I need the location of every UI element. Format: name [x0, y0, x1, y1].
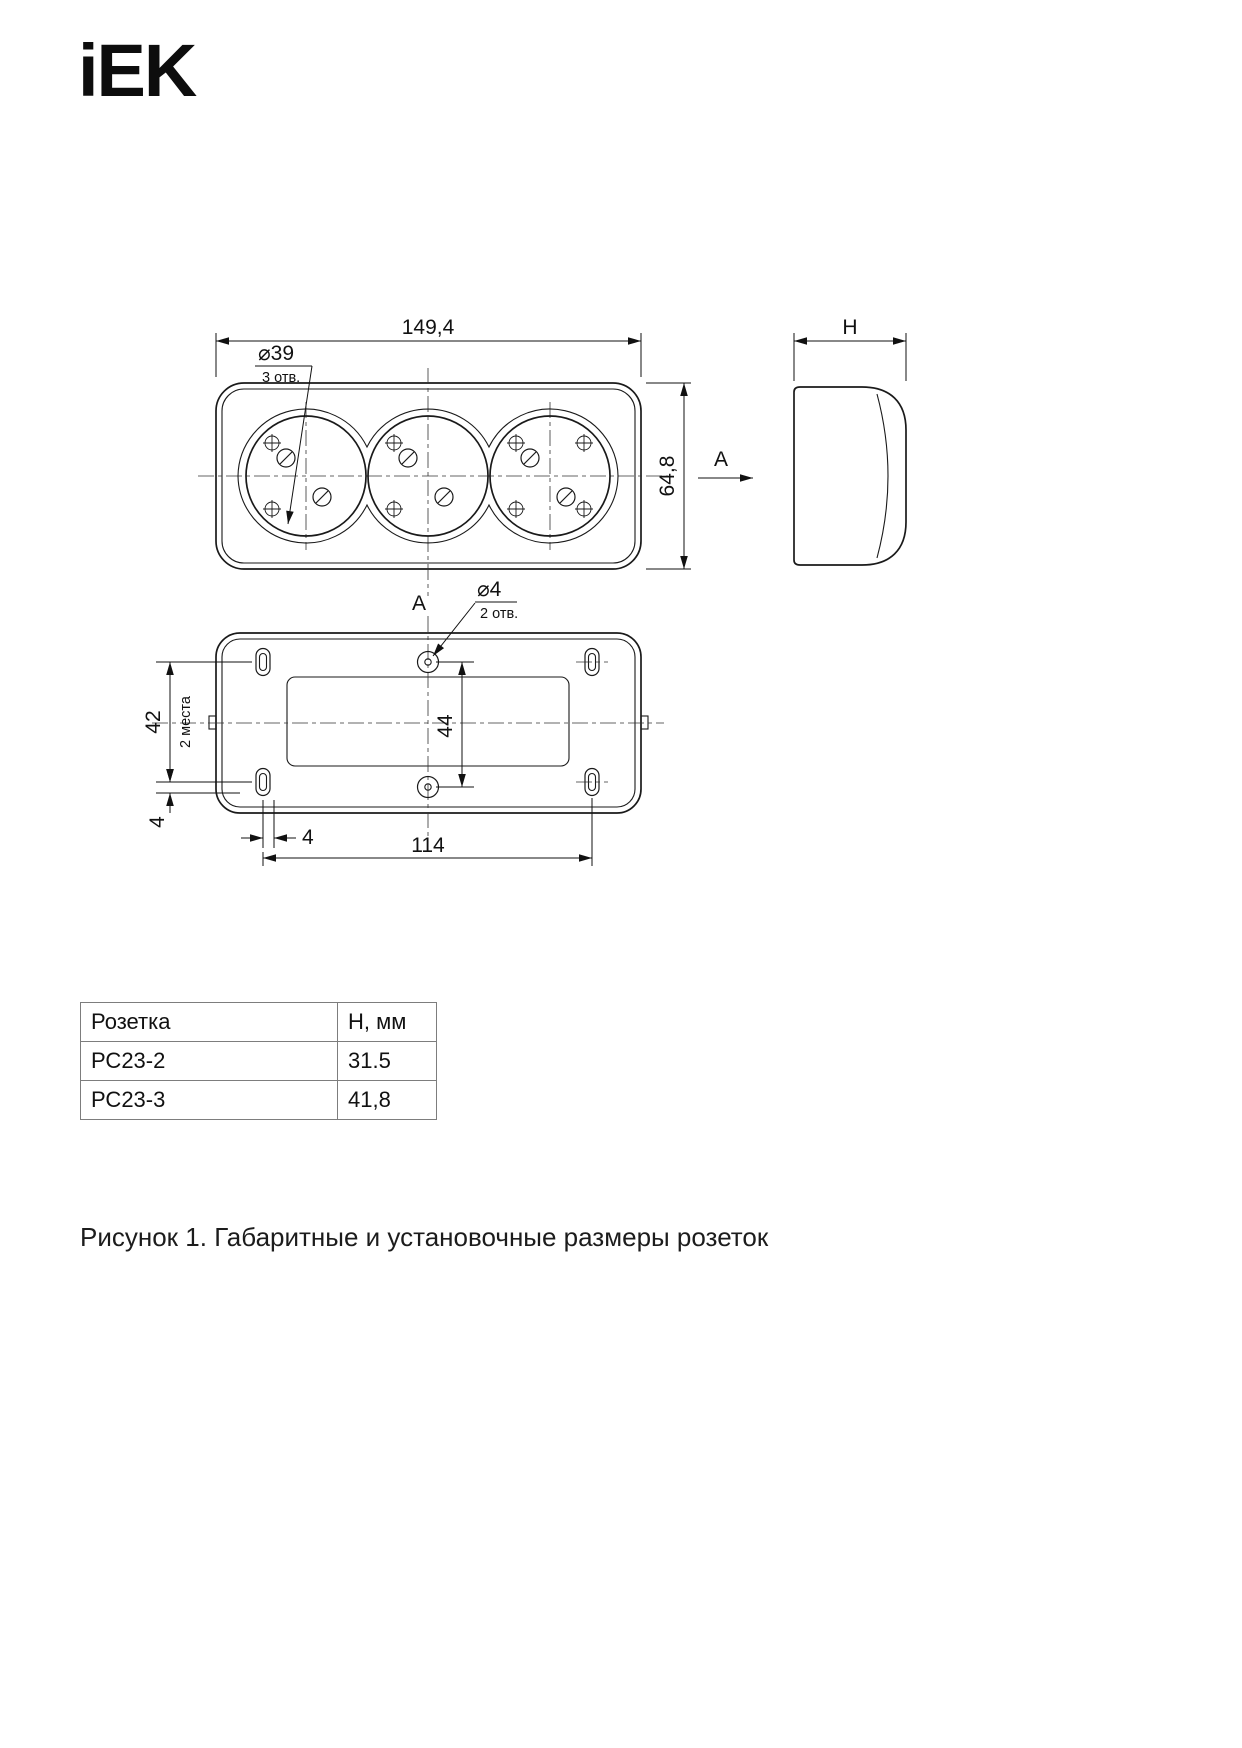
front-view-arrow-label: A: [714, 448, 728, 471]
offset-vertical-dim: 4: [146, 816, 169, 828]
side-face-curve: [876, 393, 889, 559]
slotted-screws: [276, 448, 576, 507]
table-cell-height: 41,8: [337, 1080, 437, 1120]
height-table: Розетка H, мм РС23-2 31.5 РС23-3 41,8: [80, 1002, 437, 1120]
hole-spacing-dim: 44: [434, 714, 457, 738]
iek-logo-text: iEK: [78, 29, 197, 112]
front-height-dim: 64,8: [656, 456, 679, 497]
bottom-hole-dia-label: ⌀4: [477, 578, 502, 601]
table-header-height: H, мм: [337, 1002, 437, 1042]
mount-width-dim: 114: [411, 834, 445, 857]
table-header-socket: Розетка: [80, 1002, 338, 1042]
side-depth-dim: H: [842, 316, 857, 339]
bottom-dimensions: A ⌀4 2 отв. 42 2 места 4 44: [142, 578, 593, 866]
table-cell-model: РС23-3: [80, 1080, 338, 1120]
table-cell-height: 31.5: [337, 1041, 437, 1081]
front-hole-count-label: 3 отв.: [262, 370, 300, 386]
side-view: H: [793, 316, 907, 566]
slot-spacing-note: 2 места: [178, 695, 194, 748]
bottom-hole-count-label: 2 отв.: [480, 606, 518, 622]
table-cell-model: РС23-2: [80, 1041, 338, 1081]
socket-circle-2: [367, 415, 489, 537]
socket-circle-3: [489, 415, 611, 537]
offset-horizontal-dim: 4: [302, 826, 314, 849]
figure-caption: Рисунок 1. Габаритные и установочные раз…: [80, 1222, 769, 1252]
right-latch-tab: [640, 715, 649, 730]
table-header-row: Розетка H, мм: [80, 1002, 437, 1042]
table-row: РС23-2 31.5: [80, 1041, 437, 1081]
bottom-view-label: A: [412, 592, 426, 615]
cross-screws: [263, 434, 593, 518]
front-view: [198, 368, 668, 596]
front-width-dim: 149,4: [402, 316, 455, 339]
mounting-slots: [255, 647, 608, 797]
left-latch-tab: [208, 715, 217, 730]
front-hole-dia-label: ⌀39: [258, 342, 294, 365]
socket-circle-1: [245, 415, 367, 537]
iek-logo: iEK: [78, 34, 197, 108]
socket-plate-contour: [237, 408, 619, 544]
table-row: РС23-3 41,8: [80, 1080, 437, 1120]
front-dimensions: 149,4 64,8 ⌀39 3 отв. A: [215, 316, 753, 570]
slot-spacing-dim: 42: [142, 710, 165, 733]
side-outline: [793, 386, 907, 566]
bottom-view: [152, 616, 664, 848]
